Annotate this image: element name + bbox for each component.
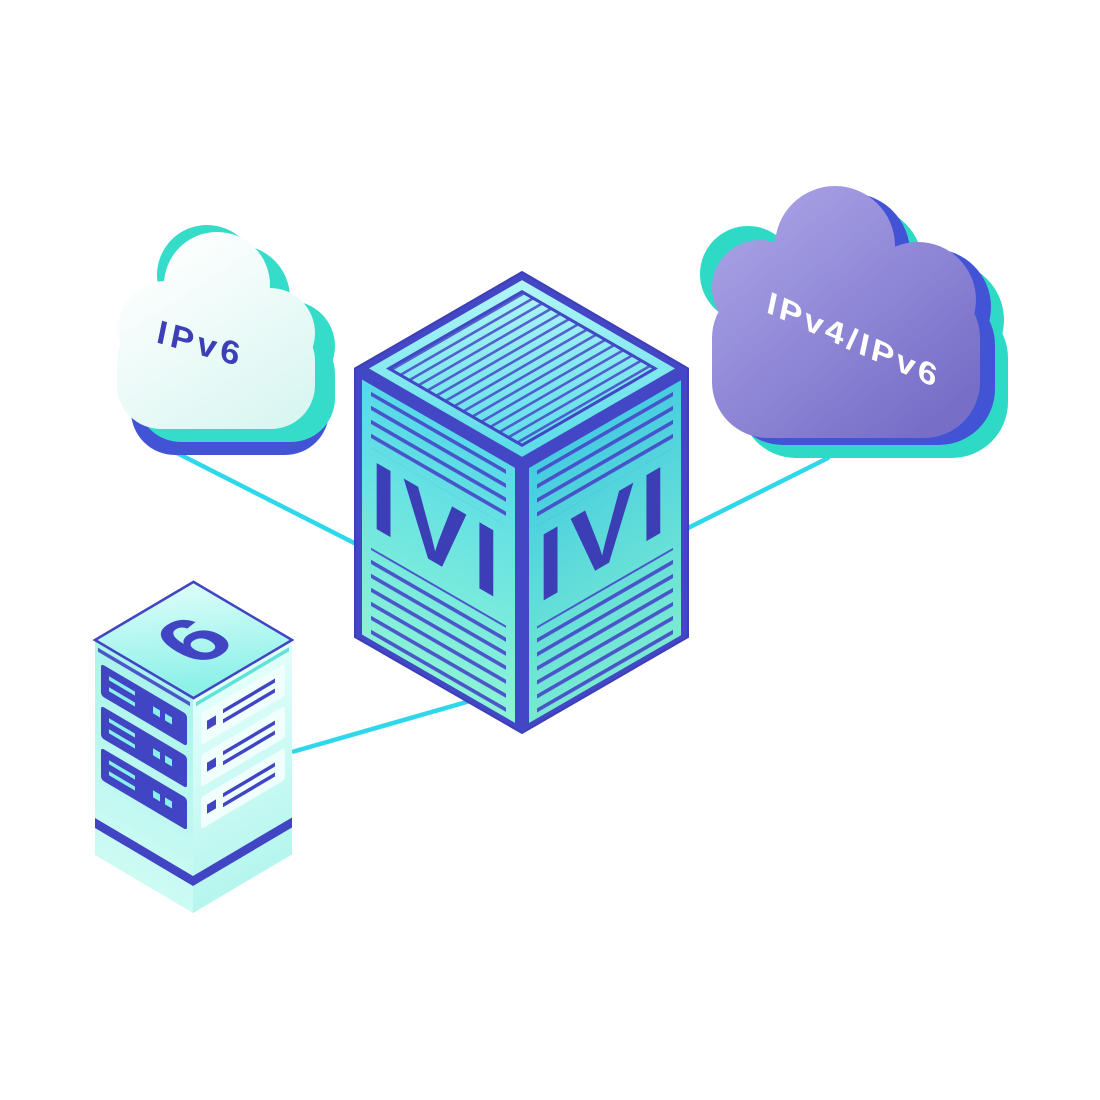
drive-bay [201, 748, 285, 828]
bay-detail [165, 755, 172, 767]
bay-detail [207, 799, 216, 814]
face-stripes [371, 391, 506, 526]
bay-detail [223, 720, 275, 756]
bay-detail [223, 678, 275, 714]
translator-box: IVI IVI [354, 270, 689, 735]
server-bezel-line [98, 647, 190, 707]
drive-bay [101, 664, 187, 746]
cloud-body [712, 186, 980, 438]
bay-detail [109, 729, 135, 749]
bay-detail [153, 748, 160, 760]
box-right-face: IVI [529, 380, 681, 723]
bay-detail [207, 757, 216, 772]
drive-bay [201, 664, 285, 744]
bay-detail [109, 771, 135, 791]
drive-bay [101, 748, 187, 830]
bay-detail [223, 730, 275, 766]
server-base-band [193, 817, 292, 886]
face-stripes [537, 547, 673, 715]
server-bezel-line [196, 647, 289, 707]
bay-detail [153, 790, 160, 802]
server: 6 [92, 580, 295, 913]
server-base-band [95, 818, 193, 886]
bay-detail [207, 715, 216, 730]
server-right-face [193, 639, 292, 913]
bay-detail [165, 713, 172, 725]
bay-detail [109, 687, 135, 707]
drive-bay [101, 706, 187, 788]
bay-detail [109, 718, 135, 738]
left-cloud: IPv6 [117, 225, 335, 455]
right-cloud: IPv4/IPv6 [700, 186, 1008, 458]
bay-detail [109, 760, 135, 780]
box-left-face: IVI [362, 379, 515, 723]
face-stripes [371, 547, 506, 714]
drive-bay [201, 706, 285, 786]
server-top-face-bg [92, 580, 295, 700]
bay-detail [223, 688, 275, 724]
bay-detail [109, 676, 135, 696]
server-left-face [95, 640, 193, 913]
face-stripes [537, 391, 673, 527]
bay-detail [223, 762, 275, 798]
bay-detail [165, 797, 172, 809]
bay-detail [223, 772, 275, 808]
bay-detail [153, 706, 160, 718]
server-top-face: 6 [92, 580, 295, 700]
top-face-stripe-panel [386, 289, 658, 448]
